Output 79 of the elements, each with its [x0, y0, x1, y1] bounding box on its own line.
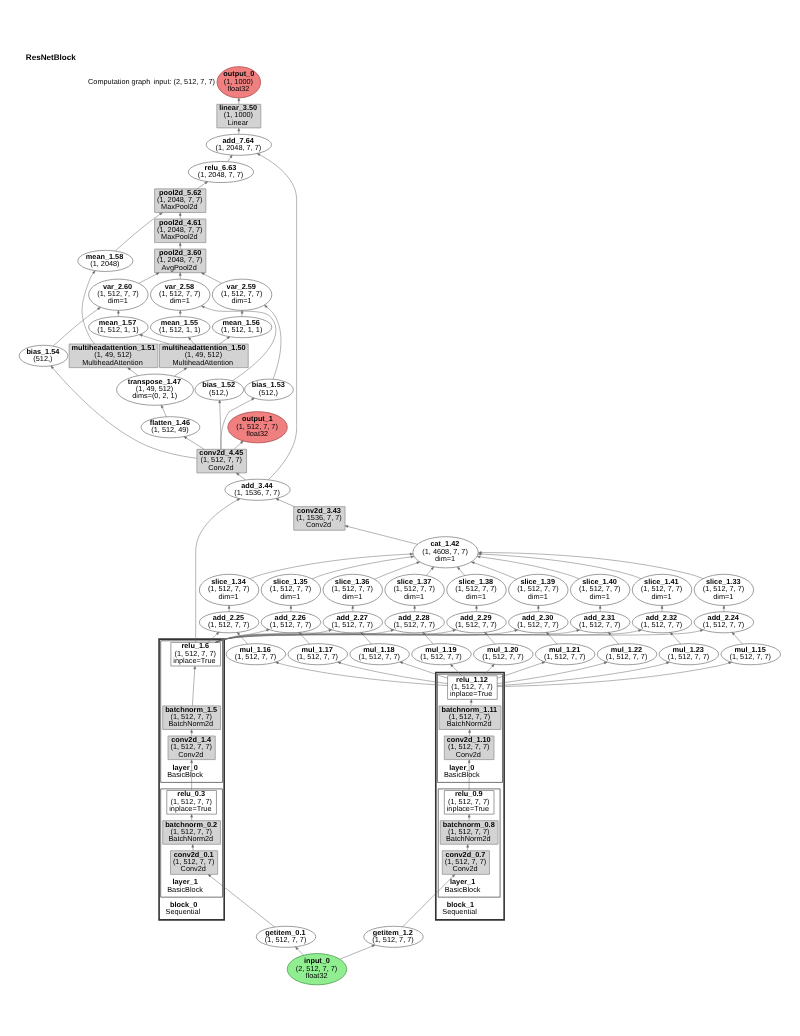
arrow: [497, 661, 608, 684]
arrow: [220, 397, 255, 450]
arrow: [339, 944, 376, 960]
arrow: [52, 307, 101, 347]
arrow: [190, 814, 193, 821]
arrow: [218, 399, 222, 450]
arrow: [196, 181, 208, 190]
arrow: [174, 367, 188, 377]
arrow: [183, 436, 205, 450]
arrow: [192, 665, 196, 707]
arrow: [191, 844, 195, 851]
arrow: [190, 759, 193, 791]
arrow: [201, 305, 277, 382]
arrow: [478, 551, 704, 579]
arrow: [475, 605, 478, 612]
arrow: [482, 664, 495, 676]
arrow: [598, 605, 602, 612]
arrow: [127, 367, 139, 376]
arrow: [497, 661, 546, 679]
arrow: [161, 404, 167, 418]
arrow: [450, 664, 462, 676]
arrow: [227, 154, 233, 162]
arrow: [50, 365, 198, 459]
arrow: [190, 729, 193, 736]
arrow: [466, 844, 469, 851]
arrow: [179, 212, 182, 219]
arrow: [264, 305, 282, 380]
arrow: [237, 128, 241, 135]
arrow: [236, 472, 246, 481]
arrow: [207, 874, 275, 928]
arrow: [275, 498, 295, 507]
arrow: [426, 566, 434, 576]
arrow: [468, 729, 471, 736]
arrow: [413, 605, 416, 612]
arrow: [81, 270, 96, 345]
arrow: [188, 337, 195, 345]
arrow: [179, 242, 182, 250]
arrow: [484, 632, 496, 645]
arrow: [138, 272, 160, 284]
arrow: [289, 605, 293, 612]
arrow: [250, 552, 414, 579]
arrow: [537, 605, 540, 612]
arrow: [471, 561, 517, 580]
arrow: [477, 552, 642, 579]
arrow: [722, 605, 726, 612]
arrow: [179, 272, 182, 280]
arrow: [660, 605, 664, 612]
arrow: [457, 566, 466, 576]
arrow: [344, 525, 418, 545]
arrow: [467, 814, 471, 821]
arrow: [240, 310, 244, 317]
arrow: [117, 310, 120, 317]
arrow: [256, 153, 297, 481]
arrow: [497, 661, 670, 686]
arrow: [497, 661, 732, 687]
arrow: [467, 759, 471, 791]
arrow: [227, 605, 231, 612]
arrow: [295, 946, 304, 956]
arrow: [236, 632, 248, 645]
arrow: [219, 336, 231, 345]
arrow: [115, 212, 163, 252]
arrow: [402, 874, 456, 928]
arrow: [374, 561, 420, 580]
arrow: [201, 272, 222, 284]
arrow: [195, 498, 241, 643]
arrow: [399, 661, 448, 679]
arrow: [237, 97, 241, 105]
arrow: [311, 555, 415, 580]
arrow: [234, 440, 244, 450]
arrow: [275, 661, 448, 686]
arrow: [337, 661, 448, 684]
arrow: [731, 632, 743, 645]
arrow: [469, 699, 473, 706]
arrow: [476, 555, 580, 580]
arrow: [207, 631, 220, 643]
arrow: [351, 605, 354, 612]
arrow: [216, 629, 270, 643]
arrow: [179, 310, 182, 317]
arrow: [139, 334, 170, 345]
